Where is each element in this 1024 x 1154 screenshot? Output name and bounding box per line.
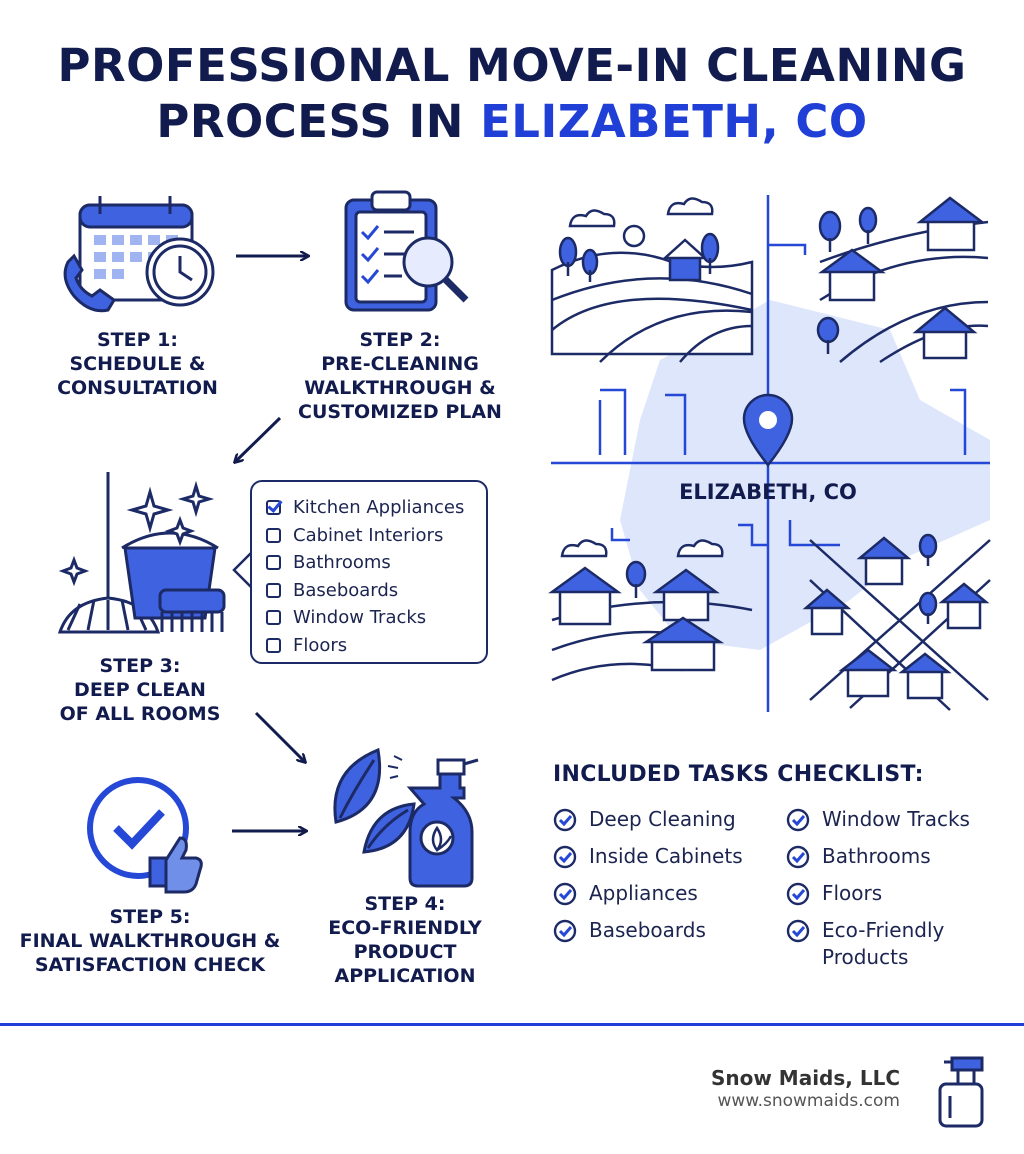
tasks-column-left: Deep Cleaning Inside Cabinets Appliances… (553, 806, 773, 954)
checkbox (266, 555, 281, 571)
tasks-column-right: Window Tracks Bathrooms Floors Eco-Frien… (786, 806, 1006, 971)
checkbox (266, 582, 281, 598)
page-title: PROFESSIONAL MOVE-IN CLEANING PROCESS IN… (0, 38, 1024, 150)
location-pin-icon (742, 393, 794, 468)
checklist-item: Floors (266, 632, 486, 660)
check-circle-icon (786, 882, 810, 906)
bubble-tail (232, 551, 253, 589)
task-item: Baseboards (553, 917, 773, 954)
task-item: Appliances (553, 880, 773, 917)
mop-bucket-brush-icon (57, 472, 226, 634)
room-checklist-bubble: Kitchen Appliances Cabinet Interiors Bat… (250, 480, 488, 664)
step-1-label: STEP 1: SCHEDULE & CONSULTATION (57, 329, 218, 399)
checklist-item: Bathrooms (266, 549, 486, 577)
spray-bottle-logo-icon (938, 1056, 984, 1128)
title-line-1: PROFESSIONAL MOVE-IN CLEANING (57, 39, 967, 92)
check-circle-icon (553, 845, 577, 869)
tasks-checklist-title: INCLUDED TASKS CHECKLIST: (553, 762, 924, 787)
task-item: Window Tracks (786, 806, 1006, 843)
map-location-label: ELIZABETH, CO (679, 480, 857, 504)
calendar-phone-clock-icon (63, 196, 215, 313)
map-illustration (548, 195, 991, 712)
task-item: Inside Cabinets (553, 843, 773, 880)
checkbox (266, 610, 281, 626)
task-item: Deep Cleaning (553, 806, 773, 843)
title-highlight: ELIZABETH, CO (480, 95, 868, 148)
arrow-step2-to-step3 (235, 416, 282, 462)
check-circle-icon (786, 845, 810, 869)
check-circle-icon (553, 919, 577, 943)
check-circle-icon (553, 808, 577, 832)
checkbox-checked (266, 500, 281, 516)
leaf-spray-bottle-icon (333, 747, 479, 888)
footer-divider (0, 1023, 1024, 1026)
check-circle-icon (553, 882, 577, 906)
step-5-label: STEP 5: FINAL WALKTHROUGH & SATISFACTION… (19, 906, 281, 976)
checklist-item: Cabinet Interiors (266, 522, 486, 550)
checklist-item: Baseboards (266, 577, 486, 605)
task-item: Bathrooms (786, 843, 1006, 880)
check-circle-icon (786, 919, 810, 943)
check-circle-icon (786, 808, 810, 832)
step-4-label: STEP 4: ECO-FRIENDLY PRODUCT APPLICATION (328, 893, 482, 987)
clipboard-magnifier-icon (344, 190, 469, 312)
arrow-step3-to-step4 (254, 711, 305, 762)
task-item: Floors (786, 880, 1006, 917)
step-2-label: STEP 2: PRE-CLEANING WALKTHROUGH & CUSTO… (298, 329, 502, 423)
checkbox (266, 527, 281, 543)
check-thumbs-up-icon (87, 777, 203, 894)
checkbox (266, 637, 281, 653)
company-name: Snow Maids, LLC (710, 1066, 900, 1090)
company-website[interactable]: www.snowmaids.com (717, 1091, 900, 1111)
checklist-item: Window Tracks (266, 604, 486, 632)
checklist-item: Kitchen Appliances (266, 494, 486, 522)
step-3-label: STEP 3: DEEP CLEAN OF ALL ROOMS (59, 655, 221, 725)
title-line-2: PROCESS IN ELIZABETH, CO (156, 95, 868, 148)
task-item: Eco-Friendly Products (786, 917, 966, 971)
